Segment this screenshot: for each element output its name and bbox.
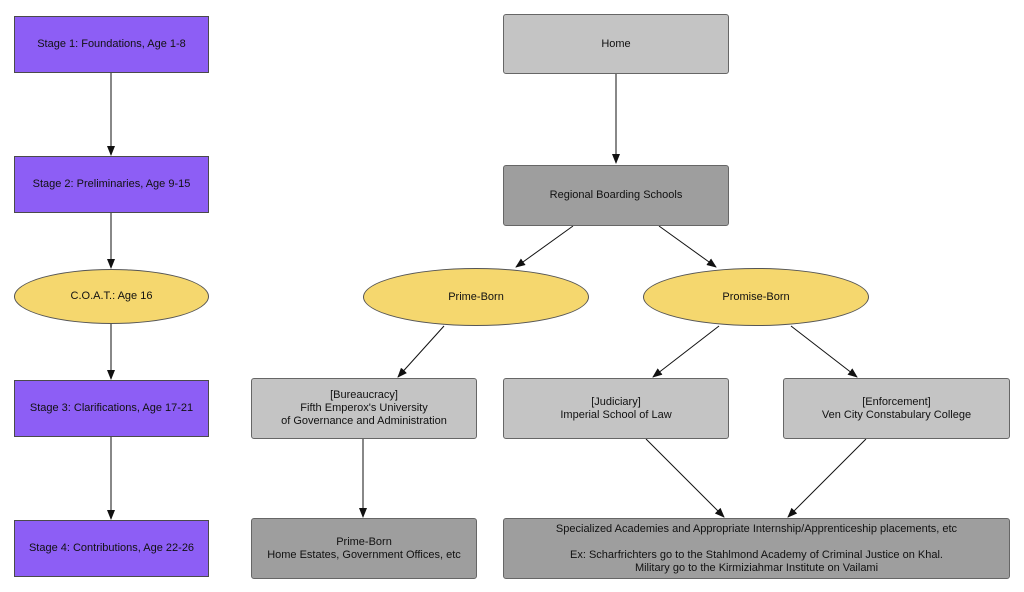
promise-born-ellipse: Promise-Born <box>643 268 869 326</box>
stage-1-label: Stage 1: Foundations, Age 1-8 <box>37 38 186 50</box>
promise-born-label: Promise-Born <box>722 290 790 303</box>
bureaucracy-school-name: Fifth Emperox's University <box>300 402 428 414</box>
enforcement-heading: [Enforcement] <box>862 395 931 408</box>
specialized-academies-heading: Specialized Academies and Appropriate In… <box>555 522 958 535</box>
arrow-regional-to-promise <box>658 225 717 268</box>
stage-4-label: Stage 4: Contributions, Age 22-26 <box>28 542 195 554</box>
bureaucracy-school-subtitle: of Governance and Administration <box>281 415 447 427</box>
stage-3-box: Stage 3: Clarifications, Age 17-21 <box>14 380 209 437</box>
specialized-example-line1: Ex: Scharfrichters go to the Stahlmond A… <box>570 548 943 561</box>
stage-2-box: Stage 2: Preliminaries, Age 9-15 <box>14 156 209 213</box>
coat-ellipse: C.O.A.T.: Age 16 <box>14 269 209 324</box>
home-label: Home <box>601 37 631 50</box>
enforcement-school-name: Ven City Constabulary College <box>821 408 972 421</box>
prime-born-label: Prime-Born <box>448 290 504 303</box>
arrow-prime-to-bureaucracy <box>397 325 445 378</box>
stage-2-label: Stage 2: Preliminaries, Age 9-15 <box>32 178 191 190</box>
prime-born-outcome-heading: Prime-Born <box>336 535 392 548</box>
arrow-promise-to-enforcement <box>790 325 858 378</box>
arrow-regional-to-prime <box>515 225 574 268</box>
home-box: Home <box>503 14 729 74</box>
bureaucracy-heading: [Bureaucracy] <box>330 389 398 401</box>
arrow-promise-to-judiciary <box>652 325 720 378</box>
coat-label: C.O.A.T.: Age 16 <box>70 290 153 302</box>
prime-born-outcome-detail: Home Estates, Government Offices, etc <box>267 548 461 561</box>
stage-3-label: Stage 3: Clarifications, Age 17-21 <box>29 402 194 414</box>
specialized-example-line2: Military go to the Kirmiziahmar Institut… <box>634 561 879 574</box>
judiciary-box: [Judiciary] Imperial School of Law <box>503 378 729 439</box>
prime-born-outcome-box: Prime-Born Home Estates, Government Offi… <box>251 518 477 579</box>
regional-boarding-schools-label: Regional Boarding Schools <box>549 189 683 201</box>
arrow-judiciary-to-specialized <box>645 438 725 518</box>
stage-1-box: Stage 1: Foundations, Age 1-8 <box>14 16 209 73</box>
prime-born-ellipse: Prime-Born <box>363 268 589 326</box>
enforcement-box: [Enforcement] Ven City Constabulary Coll… <box>783 378 1010 439</box>
stage-4-box: Stage 4: Contributions, Age 22-26 <box>14 520 209 577</box>
judiciary-heading: [Judiciary] <box>591 395 641 408</box>
arrow-enforcement-to-specialized <box>787 438 867 518</box>
regional-boarding-schools-box: Regional Boarding Schools <box>503 165 729 226</box>
judiciary-school-name: Imperial School of Law <box>560 408 672 421</box>
specialized-academies-box: Specialized Academies and Appropriate In… <box>503 518 1010 579</box>
bureaucracy-box: [Bureaucracy] Fifth Emperox's University… <box>251 378 477 439</box>
